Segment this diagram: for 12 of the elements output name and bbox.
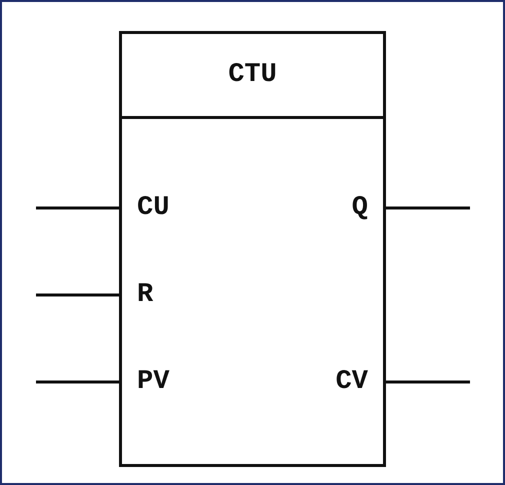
- output-pin-label: Q: [352, 193, 368, 223]
- function-block: [119, 31, 386, 467]
- connection-line: [36, 294, 119, 296]
- connection-line: [386, 206, 470, 210]
- output-pin-label: CV: [336, 367, 368, 397]
- connection-line: [36, 206, 119, 210]
- connection-line: [36, 380, 119, 384]
- input-pin-label: R: [137, 280, 154, 310]
- input-pin-label: CU: [137, 193, 170, 223]
- input-pin-label: PV: [137, 367, 170, 397]
- connection-line: [386, 380, 470, 384]
- block-title: CTU: [122, 34, 383, 119]
